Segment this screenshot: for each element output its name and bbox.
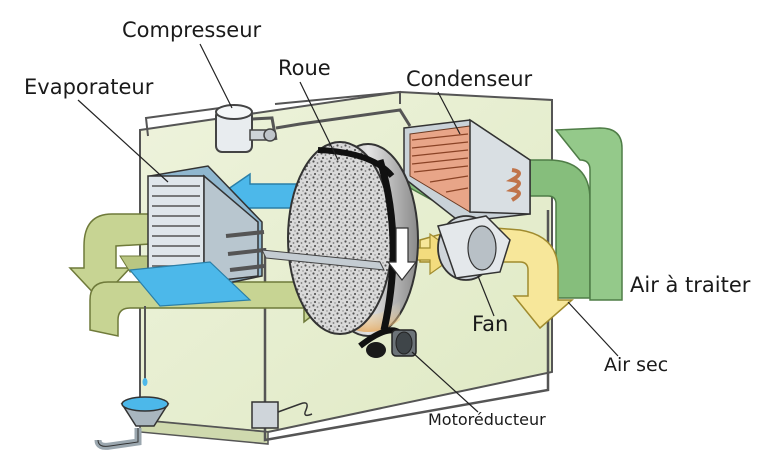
housing-frame-top — [144, 90, 401, 137]
drain-valve — [251, 401, 313, 429]
label-fan: Fan — [472, 312, 509, 336]
gear-motor — [358, 327, 417, 358]
fan-unit — [437, 215, 511, 281]
label-evaporateur: Evaporateur — [24, 75, 154, 99]
compressor — [215, 104, 277, 153]
drain-funnel — [94, 306, 170, 450]
leader-roue — [299, 81, 339, 161]
label-roue: Roue — [278, 56, 331, 80]
label-motoreducteur: Motoréducteur — [428, 410, 546, 429]
label-air-a-traiter: Air à traiter — [630, 273, 751, 297]
intake-airflow-top — [554, 127, 623, 301]
label-condenseur: Condenseur — [406, 67, 533, 91]
leader-motoreducteur — [411, 351, 479, 413]
evaporator — [128, 165, 265, 307]
leader-fan — [477, 275, 495, 317]
leader-compresseur — [199, 43, 233, 109]
label-compresseur: Compresseur — [122, 18, 262, 42]
condenser — [403, 118, 531, 223]
outlet-airflow-arrow — [68, 213, 151, 302]
label-air-sec: Air sec — [604, 354, 669, 376]
leader-air-sec — [567, 301, 619, 357]
leader-evaporateur — [77, 99, 169, 183]
leader-condenseur — [437, 91, 461, 135]
desiccant-wheel — [261, 141, 419, 337]
